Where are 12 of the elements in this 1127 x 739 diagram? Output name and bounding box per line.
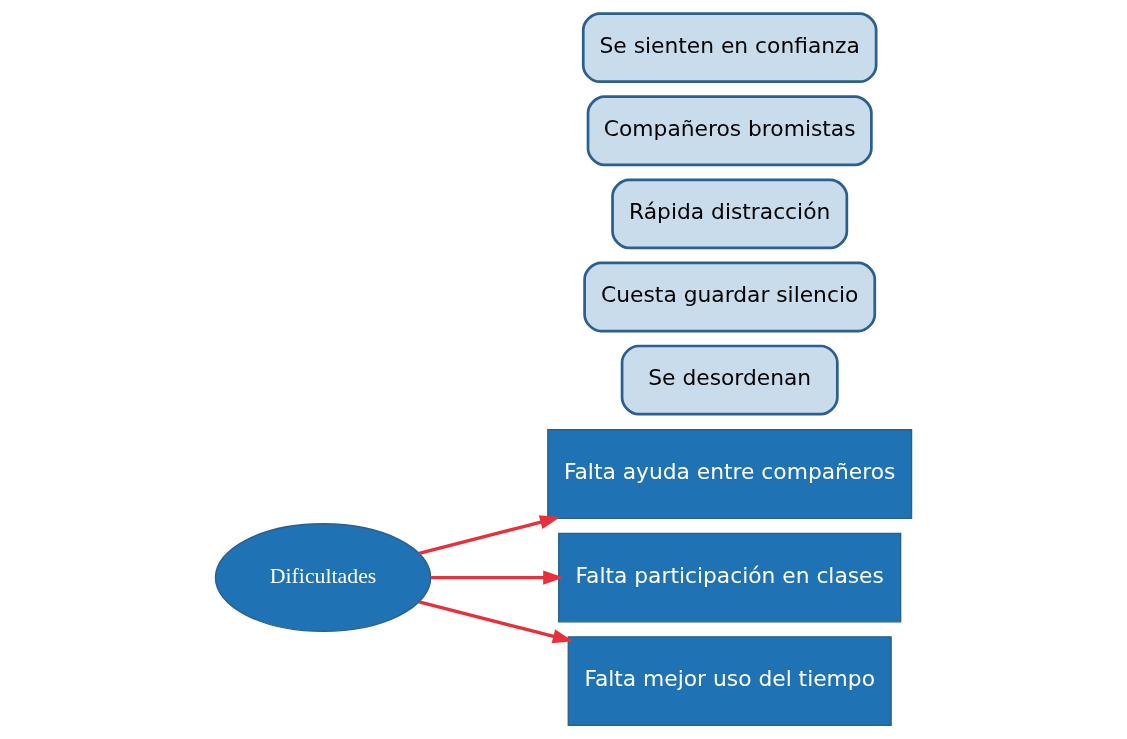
node-box: Se sienten en confianza: [581, 12, 878, 84]
node-box: Rápida distracción: [611, 178, 849, 250]
node-box: Se desordenan: [620, 344, 839, 416]
arrow: [418, 600, 574, 644]
node-ellipse: Dificultades: [214, 523, 432, 633]
node-box: Falta ayuda entre compañeros: [547, 429, 913, 519]
node-box: Cuesta guardar silencio: [583, 261, 877, 333]
node-box: Falta participación en clases: [558, 532, 902, 623]
node-box: Compañeros bromistas: [586, 95, 873, 167]
node-box: Falta mejor uso del tiempo: [567, 636, 892, 727]
arrow: [418, 515, 561, 555]
arrow: [431, 570, 564, 585]
